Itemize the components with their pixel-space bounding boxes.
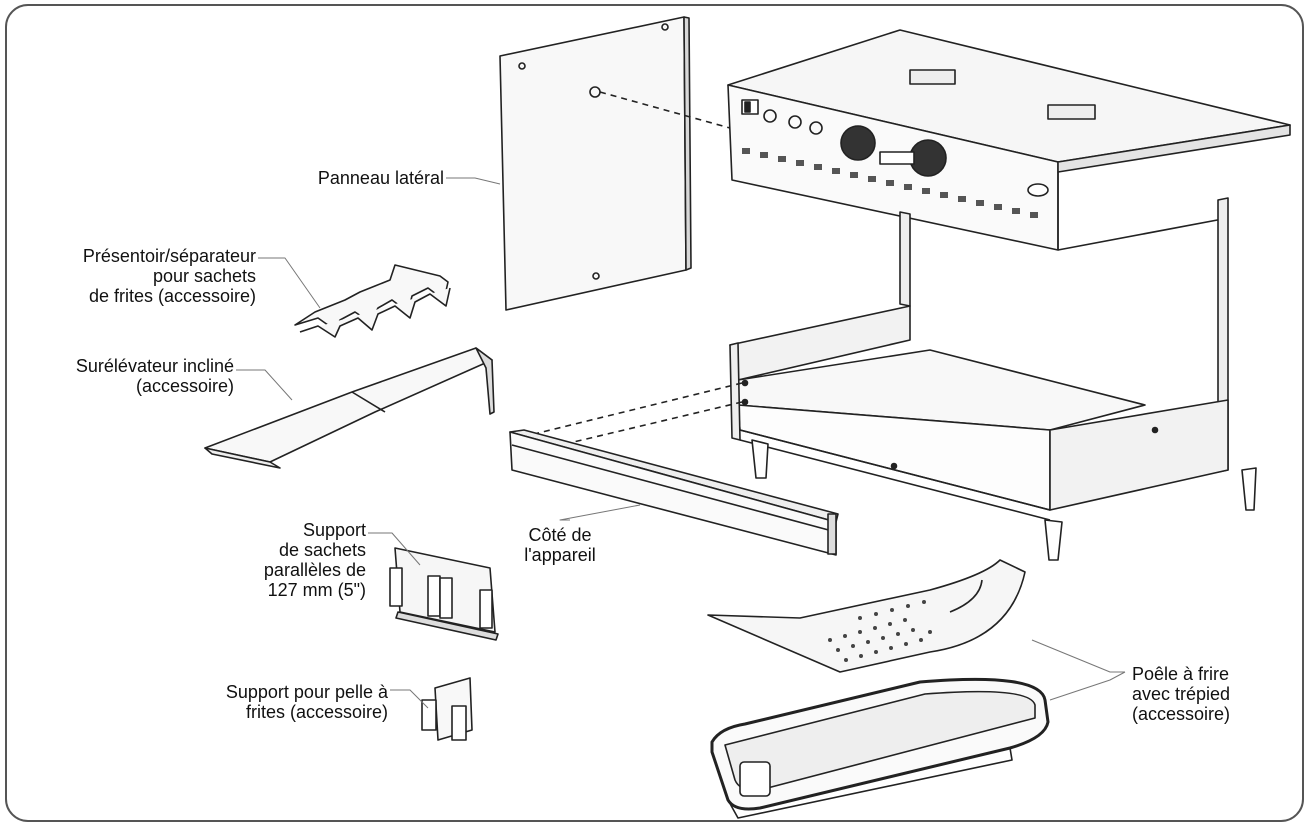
fry-pan-part [710,677,1050,819]
dashed-guide-2 [521,382,743,438]
parallel-bag-holder-part [389,547,499,641]
unit-side-part [509,429,839,556]
leader-lines [236,177,1126,709]
label-fry-pan: Poêle à frire avec trépied (accessoire) [1132,664,1231,724]
label-incline-riser: Surélévateur incliné (accessoire) [75,356,234,396]
dashed-guide-3 [539,401,743,451]
dashed-guide [599,91,731,129]
label-side-panel: Panneau latéral [317,168,444,188]
label-scoop-holder: Support pour pelle à frites (accessoire) [225,682,388,722]
label-parallel-bag-holder: Support de sachets parallèles de 127 mm … [263,520,366,600]
bag-display-part [294,264,451,338]
outer-frame [5,4,1304,822]
main-unit-part [727,29,1291,561]
incline-riser-part [204,347,495,469]
trivet-part [707,559,1026,673]
label-bag-display: Présentoir/séparateur pour sachets de fr… [82,246,256,306]
side-panel-part [499,16,692,311]
scoop-holder-part [421,677,473,741]
label-unit-side: Côté de l'appareil [524,525,596,565]
socket-row [742,148,1038,218]
